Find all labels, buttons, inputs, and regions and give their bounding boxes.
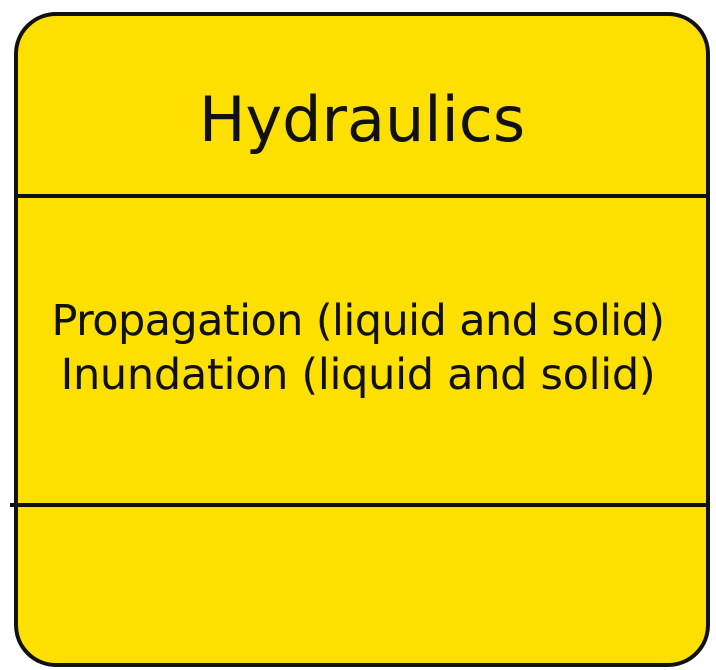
attribute-propagation: Propagation (liquid and solid) — [51, 296, 666, 346]
class-box-title: Hydraulics — [198, 83, 526, 156]
attribute-inundation: Inundation (liquid and solid) — [60, 350, 656, 400]
class-box-attributes: Propagation (liquid and solid) Inundatio… — [0, 294, 716, 402]
attributes-divider — [10, 503, 707, 507]
class-box-hydraulics: Hydraulics — [14, 12, 710, 667]
title-divider — [14, 194, 710, 198]
